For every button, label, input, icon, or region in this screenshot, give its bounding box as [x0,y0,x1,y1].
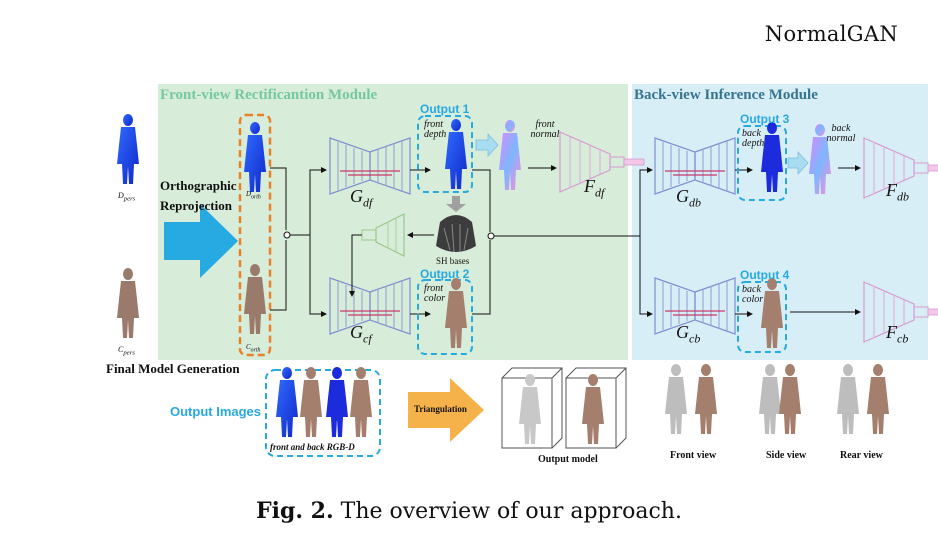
front-module-panel [158,84,628,360]
sh-bases-image [436,215,476,253]
sh-network [361,213,405,257]
front-color-text: front color [424,283,446,304]
g-db-label: Gdb [676,186,701,210]
triangulation-arrow [408,378,484,442]
caption-text: The overview of our approach. [333,499,682,524]
running-header: NormalGAN [764,22,898,46]
depth-input-figure [117,114,139,184]
output-2-label: Output 2 [420,267,470,281]
rgbd-label: front and back RGB-D [270,442,355,452]
output-4-label: Output 4 [740,268,790,282]
figure-number: Fig. 2. [256,498,334,524]
color-orth-figure [244,264,266,334]
sh-bases-label: SH bases [436,256,470,266]
final-model-title: Final Model Generation [106,361,240,376]
f-df-label: Fdf [584,176,605,200]
f-cb-label: Fcb [886,322,909,346]
back-normal-text: back normal [826,123,856,144]
output-model-boxes [501,367,627,449]
triangulation-label: Triangulation [414,404,467,414]
front-normal-text: front normal [530,119,560,140]
output-images-label: Output Images [170,404,262,419]
front-view-label: Front view [670,450,717,461]
g-cf-label: Gcf [350,322,372,346]
depth-orth-figure [244,122,266,192]
g-cb-label: Gcb [676,322,701,346]
back-depth-text: back depth [742,128,765,149]
figure-caption: Fig. 2. The overview of our approach. [0,498,938,524]
front-module-title: Front-view Rectificantion Module [160,87,378,103]
back-module-title: Back-view Inference Module [634,87,818,103]
color-input-figure [117,268,139,338]
reprojection-label: Orthographic Reprojection [160,178,237,213]
f-db-label: Fdb [886,180,909,204]
g-df-label: Gdf [350,186,373,210]
back-color-text: back color [742,284,764,305]
c-pers-label: Cpers [118,345,135,357]
c-orth-label: Corth [246,343,261,354]
output-3-label: Output 3 [740,112,790,126]
d-pers-label: Dpers [118,191,136,203]
output-model-label: Output model [538,454,598,465]
output-1-label: Output 1 [420,102,470,116]
reprojection-arrow [164,204,238,278]
side-view-label: Side view [766,450,807,461]
d-orth-label: Dorth [246,190,261,201]
rear-view-label: Rear view [840,450,883,461]
front-depth-text: front depth [424,119,447,140]
front-normal-figure [499,120,521,190]
